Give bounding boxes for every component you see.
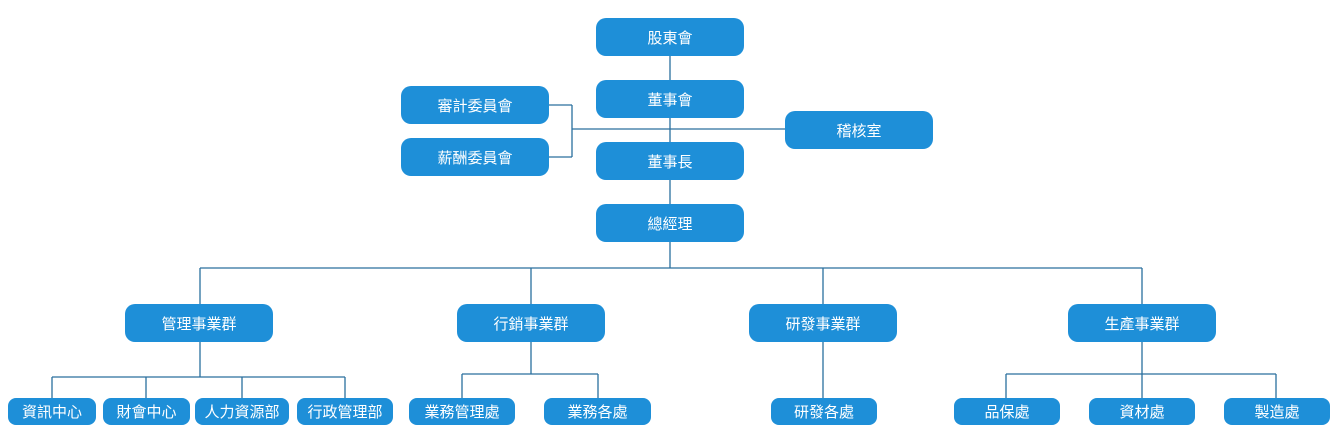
unit-sales-divisions-box: 業務各處 <box>544 398 651 425</box>
unit-quality-assurance-box: 品保處 <box>954 398 1060 425</box>
shareholders-meeting-box: 股東會 <box>596 18 744 56</box>
internal-audit-box: 稽核室 <box>785 111 933 149</box>
chairman-box: 董事長 <box>596 142 744 180</box>
unit-admin-dept-box: 行政管理部 <box>297 398 393 425</box>
general-manager-box: 總經理 <box>596 204 744 242</box>
group-production-box: 生產事業群 <box>1068 304 1216 342</box>
unit-manufacturing-box: 製造處 <box>1224 398 1330 425</box>
unit-rnd-divisions-box: 研發各處 <box>771 398 877 425</box>
remuneration-committee-box: 薪酬委員會 <box>401 138 549 176</box>
group-management-box: 管理事業群 <box>125 304 273 342</box>
board-of-directors-box: 董事會 <box>596 80 744 118</box>
audit-committee-box: 審計委員會 <box>401 86 549 124</box>
group-rnd-box: 研發事業群 <box>749 304 897 342</box>
unit-materials-box: 資材處 <box>1089 398 1195 425</box>
unit-it-center-box: 資訊中心 <box>8 398 96 425</box>
group-marketing-box: 行銷事業群 <box>457 304 605 342</box>
unit-finance-center-box: 財會中心 <box>103 398 190 425</box>
unit-hr-dept-box: 人力資源部 <box>195 398 289 425</box>
unit-sales-management-box: 業務管理處 <box>409 398 515 425</box>
